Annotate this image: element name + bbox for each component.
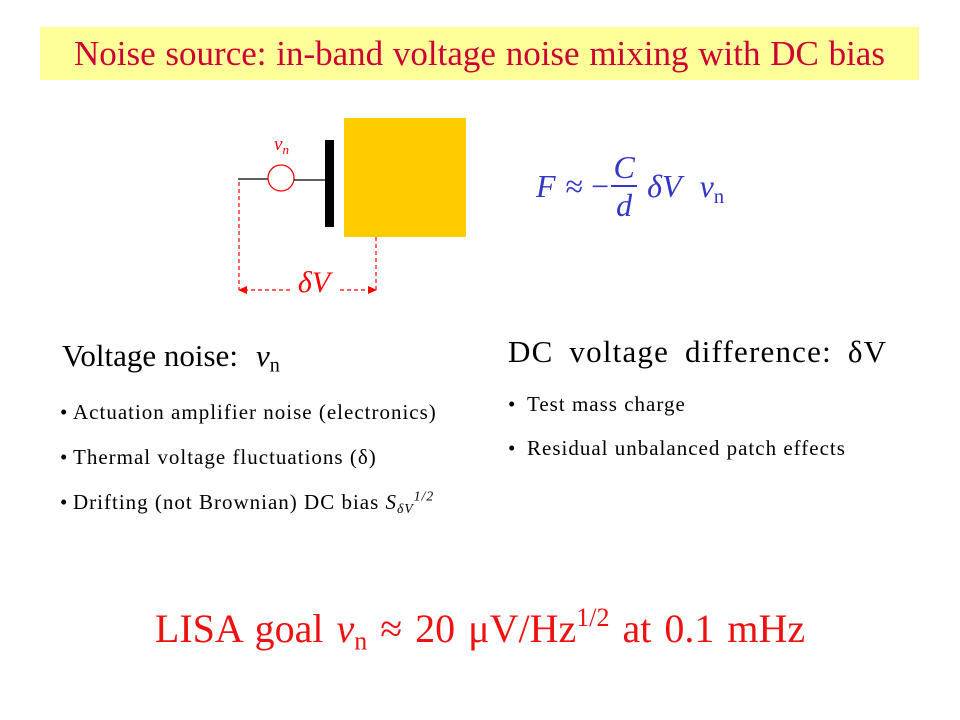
list-item: •Drifting (not Brownian) DC bias SδV1/2 (60, 488, 437, 516)
voltage-noise-symbol-base: v (255, 338, 270, 373)
formula-denominator: d (616, 187, 633, 223)
capacitor-diagram: vn δV (238, 118, 466, 299)
voltage-noise-heading-text: Voltage noise: (62, 338, 238, 373)
force-formula: F ≈ − C d δV vn (536, 150, 724, 222)
bullet-marker: • (60, 490, 68, 514)
list-item: • Test mass charge (508, 392, 846, 416)
electrode-plate (325, 140, 334, 227)
list-item: •Thermal voltage fluctuations (δ) (60, 445, 437, 469)
voltage-noise-heading: Voltage noise: vn (62, 338, 280, 376)
goal-value-text: ≈ 20 μV/Hz (380, 606, 577, 651)
noise-source-label-base: v (274, 134, 283, 155)
bullet-marker: • (60, 400, 68, 424)
formula-approx-sign: ≈ (565, 167, 584, 204)
noise-source-label-sub: n (282, 142, 289, 157)
bullet-marker: • (508, 436, 516, 460)
slide-title: Noise source: in-band voltage noise mixi… (74, 34, 885, 73)
formula-lhs: F (536, 167, 556, 204)
test-mass (344, 118, 466, 237)
bias-spectral-density-symbol: SδV1/2 (385, 488, 435, 516)
bullet-text: Drifting (not Brownian) DC bias (73, 490, 380, 514)
goal-suffix: at 0.1 mHz (622, 606, 806, 651)
bullet-marker: • (60, 445, 68, 469)
bullet-text: Residual unbalanced patch effects (527, 436, 846, 460)
list-item: •Actuation amplifier noise (electronics) (60, 400, 437, 424)
voltage-noise-bullets: •Actuation amplifier noise (electronics)… (60, 400, 437, 535)
goal-value: ≈ 20 μV/Hz1/2 (380, 602, 610, 651)
formula-numerator: C (613, 149, 635, 185)
gap-arrow-right-head-icon (368, 286, 377, 294)
noise-source-icon (267, 164, 295, 192)
formula-fraction: C d (609, 150, 639, 222)
formula-noise-term: vn (699, 167, 725, 208)
dc-voltage-bullets: • Test mass charge • Residual unbalanced p… (508, 392, 846, 480)
voltage-noise-symbol: vn (255, 338, 280, 376)
goal-symbol: vn (336, 606, 367, 654)
bullet-text: Actuation amplifier noise (electronics) (73, 400, 437, 424)
formula-delta-v: δV (647, 167, 682, 204)
bias-symbol-sup: 1/2 (413, 488, 435, 504)
noise-source-label: vn (274, 134, 289, 157)
goal-symbol-base: v (336, 606, 355, 651)
bullet-text: Thermal voltage fluctuations (δ) (73, 445, 377, 469)
lisa-goal-statement: LISA goal vn ≈ 20 μV/Hz1/2 at 0.1 mHz (0, 602, 960, 654)
gap-arrow-left-head-icon (238, 286, 247, 294)
voltage-noise-symbol-sub: n (269, 354, 280, 377)
bias-symbol-base: S (385, 490, 398, 514)
formula-noise-sub: n (713, 184, 725, 208)
formula-noise-base: v (699, 167, 714, 204)
formula-fraction-bar (611, 185, 638, 187)
goal-symbol-sub: n (354, 626, 368, 656)
goal-value-exponent: 1/2 (576, 602, 610, 632)
gap-voltage-label: δV (298, 266, 334, 299)
goal-prefix: LISA goal (154, 606, 324, 651)
list-item: • Residual unbalanced patch effects (508, 436, 846, 460)
dc-voltage-heading: DC voltage difference: δV (508, 334, 888, 369)
formula-minus-sign: − (591, 167, 610, 204)
bullet-marker: • (508, 392, 516, 416)
bias-symbol-sub: δV (397, 500, 414, 516)
title-banner: Noise source: in-band voltage noise mixi… (40, 27, 919, 80)
bullet-text: Test mass charge (527, 392, 686, 416)
